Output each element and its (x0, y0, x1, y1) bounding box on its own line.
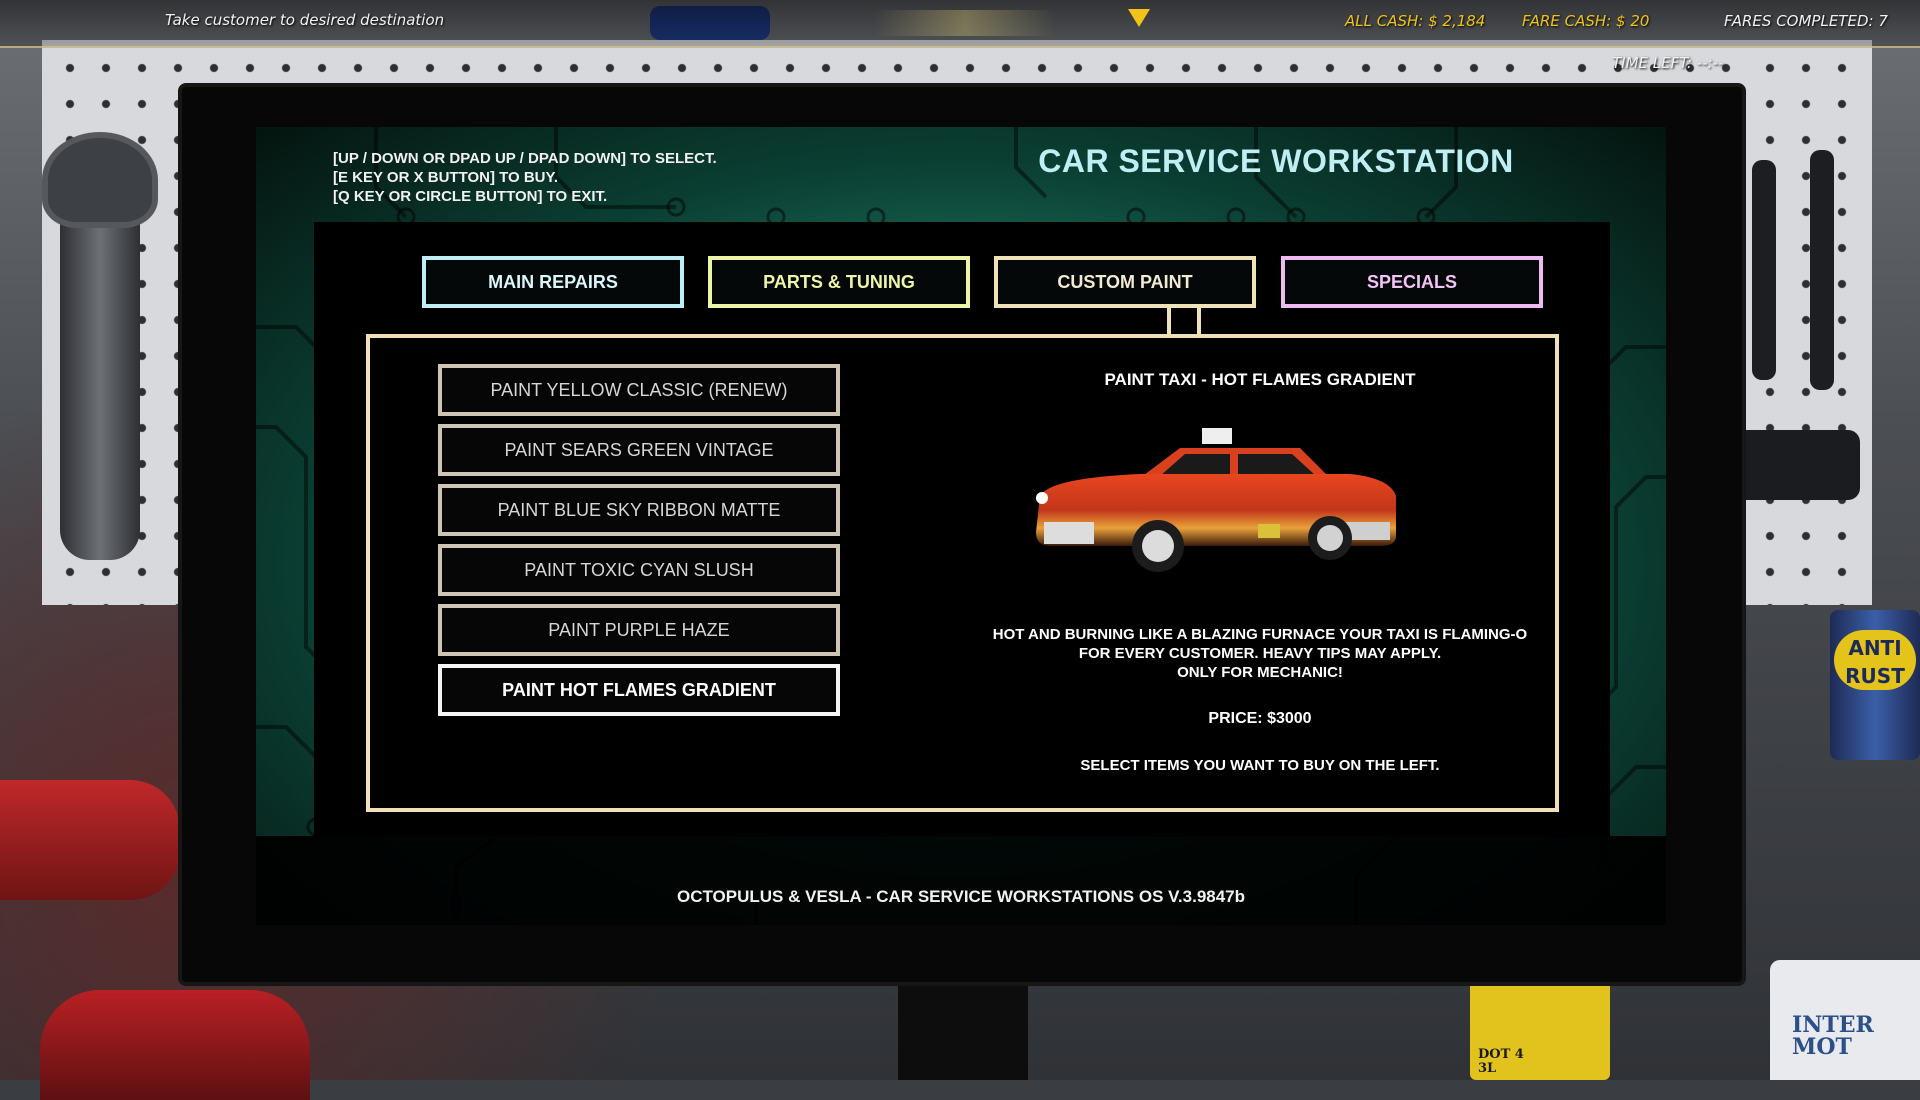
drill-icon (0, 780, 180, 900)
workstation-monitor: [UP / DOWN OR DPAD UP / DPAD DOWN] TO SE… (182, 87, 1742, 982)
screwdriver-icon (1810, 150, 1834, 390)
bottle-label-line: DOT 4 (1478, 1047, 1524, 1062)
detail-price: PRICE: $3000 (1208, 710, 1312, 727)
active-tab-connector (1167, 308, 1201, 336)
help-line: [Q KEY OR CIRCLE BUTTON] TO EXIT. (333, 188, 608, 205)
objective-text: Take customer to desired destination (165, 11, 445, 29)
taxi-preview-image (1036, 428, 1396, 572)
description-line: ONLY FOR MECHANIC! (1177, 664, 1343, 681)
footer-band (256, 836, 1666, 925)
screwdriver-icon (1752, 160, 1776, 380)
hud-bar: Take customer to desired destination ALL… (0, 0, 1920, 48)
detail-description: HOT AND BURNING LIKE A BLAZING FURNACE Y… (950, 625, 1570, 682)
detail-hint: SELECT ITEMS YOU WANT TO BUY ON THE LEFT… (1080, 757, 1440, 774)
workstation-screen: [UP / DOWN OR DPAD UP / DPAD DOWN] TO SE… (256, 127, 1666, 925)
oil-bottle-label-line: MOT (1792, 1034, 1852, 1060)
os-version-footer: OCTOPULUS & VESLA - CAR SERVICE WORKSTAT… (676, 887, 1246, 906)
detail-title: PAINT TAXI - HOT FLAMES GRADIENT (1104, 370, 1416, 389)
all-cash-readout: ALL CASH: $ 2,184 (1345, 12, 1486, 30)
tab-custom-paint[interactable]: CUSTOM PAINT (994, 256, 1256, 308)
compass-strip (875, 10, 1055, 36)
power-tool-icon (40, 990, 310, 1100)
wrench-icon (42, 132, 158, 560)
workstation-title: CAR SERVICE WORKSTATION (1038, 143, 1514, 179)
tab-specials[interactable]: SPECIALS (1281, 256, 1543, 308)
paint-item-button[interactable]: PAINT SEARS GREEN VINTAGE (438, 424, 840, 476)
waypoint-marker-icon (1128, 9, 1150, 27)
help-line: [E KEY OR X BUTTON] TO BUY. (333, 169, 559, 186)
paint-item-button[interactable]: PAINT BLUE SKY RIBBON MATTE (438, 484, 840, 536)
fare-cash-readout: FARE CASH: $ 20 (1522, 12, 1650, 30)
brake-fluid-bottle: DOT 4 3L (1470, 980, 1610, 1080)
monitor-stand (898, 982, 1028, 1080)
pegboard-top (42, 40, 1832, 90)
shop-panel: MAIN REPAIRS PARTS & TUNING CUSTOM PAINT… (314, 222, 1610, 836)
paint-item-button[interactable]: PAINT YELLOW CLASSIC (RENEW) (438, 364, 840, 416)
control-help: [UP / DOWN OR DPAD UP / DPAD DOWN] TO SE… (333, 149, 717, 206)
oil-bottle-label-line: INTER (1792, 1012, 1874, 1038)
bottle-label-line: 3L (1478, 1061, 1497, 1076)
oil-bottle: INTER MOT (1770, 960, 1920, 1080)
tab-parts-tuning[interactable]: PARTS & TUNING (708, 256, 970, 308)
paint-item-button[interactable]: PAINT TOXIC CYAN SLUSH (438, 544, 840, 596)
time-left-readout: TIME LEFT: --:-- (1612, 54, 1724, 72)
paint-item-button[interactable]: PAINT PURPLE HAZE (438, 604, 840, 656)
anti-rust-label: ANTI RUST (1834, 630, 1916, 690)
fares-completed-readout: FARES COMPLETED: 7 (1724, 12, 1888, 30)
description-line: FOR EVERY CUSTOMER. HEAVY TIPS MAY APPLY… (1078, 645, 1442, 662)
description-line: HOT AND BURNING LIKE A BLAZING FURNACE Y… (992, 626, 1528, 643)
paint-item-button-selected[interactable]: PAINT HOT FLAMES GRADIENT (438, 664, 840, 716)
tab-main-repairs[interactable]: MAIN REPAIRS (422, 256, 684, 308)
anti-rust-can: ANTI RUST (1830, 610, 1920, 760)
hammer-icon (1720, 430, 1860, 500)
help-line: [UP / DOWN OR DPAD UP / DPAD DOWN] TO SE… (333, 150, 717, 167)
paint-content-frame: PAINT YELLOW CLASSIC (RENEW) PAINT SEARS… (366, 334, 1559, 812)
